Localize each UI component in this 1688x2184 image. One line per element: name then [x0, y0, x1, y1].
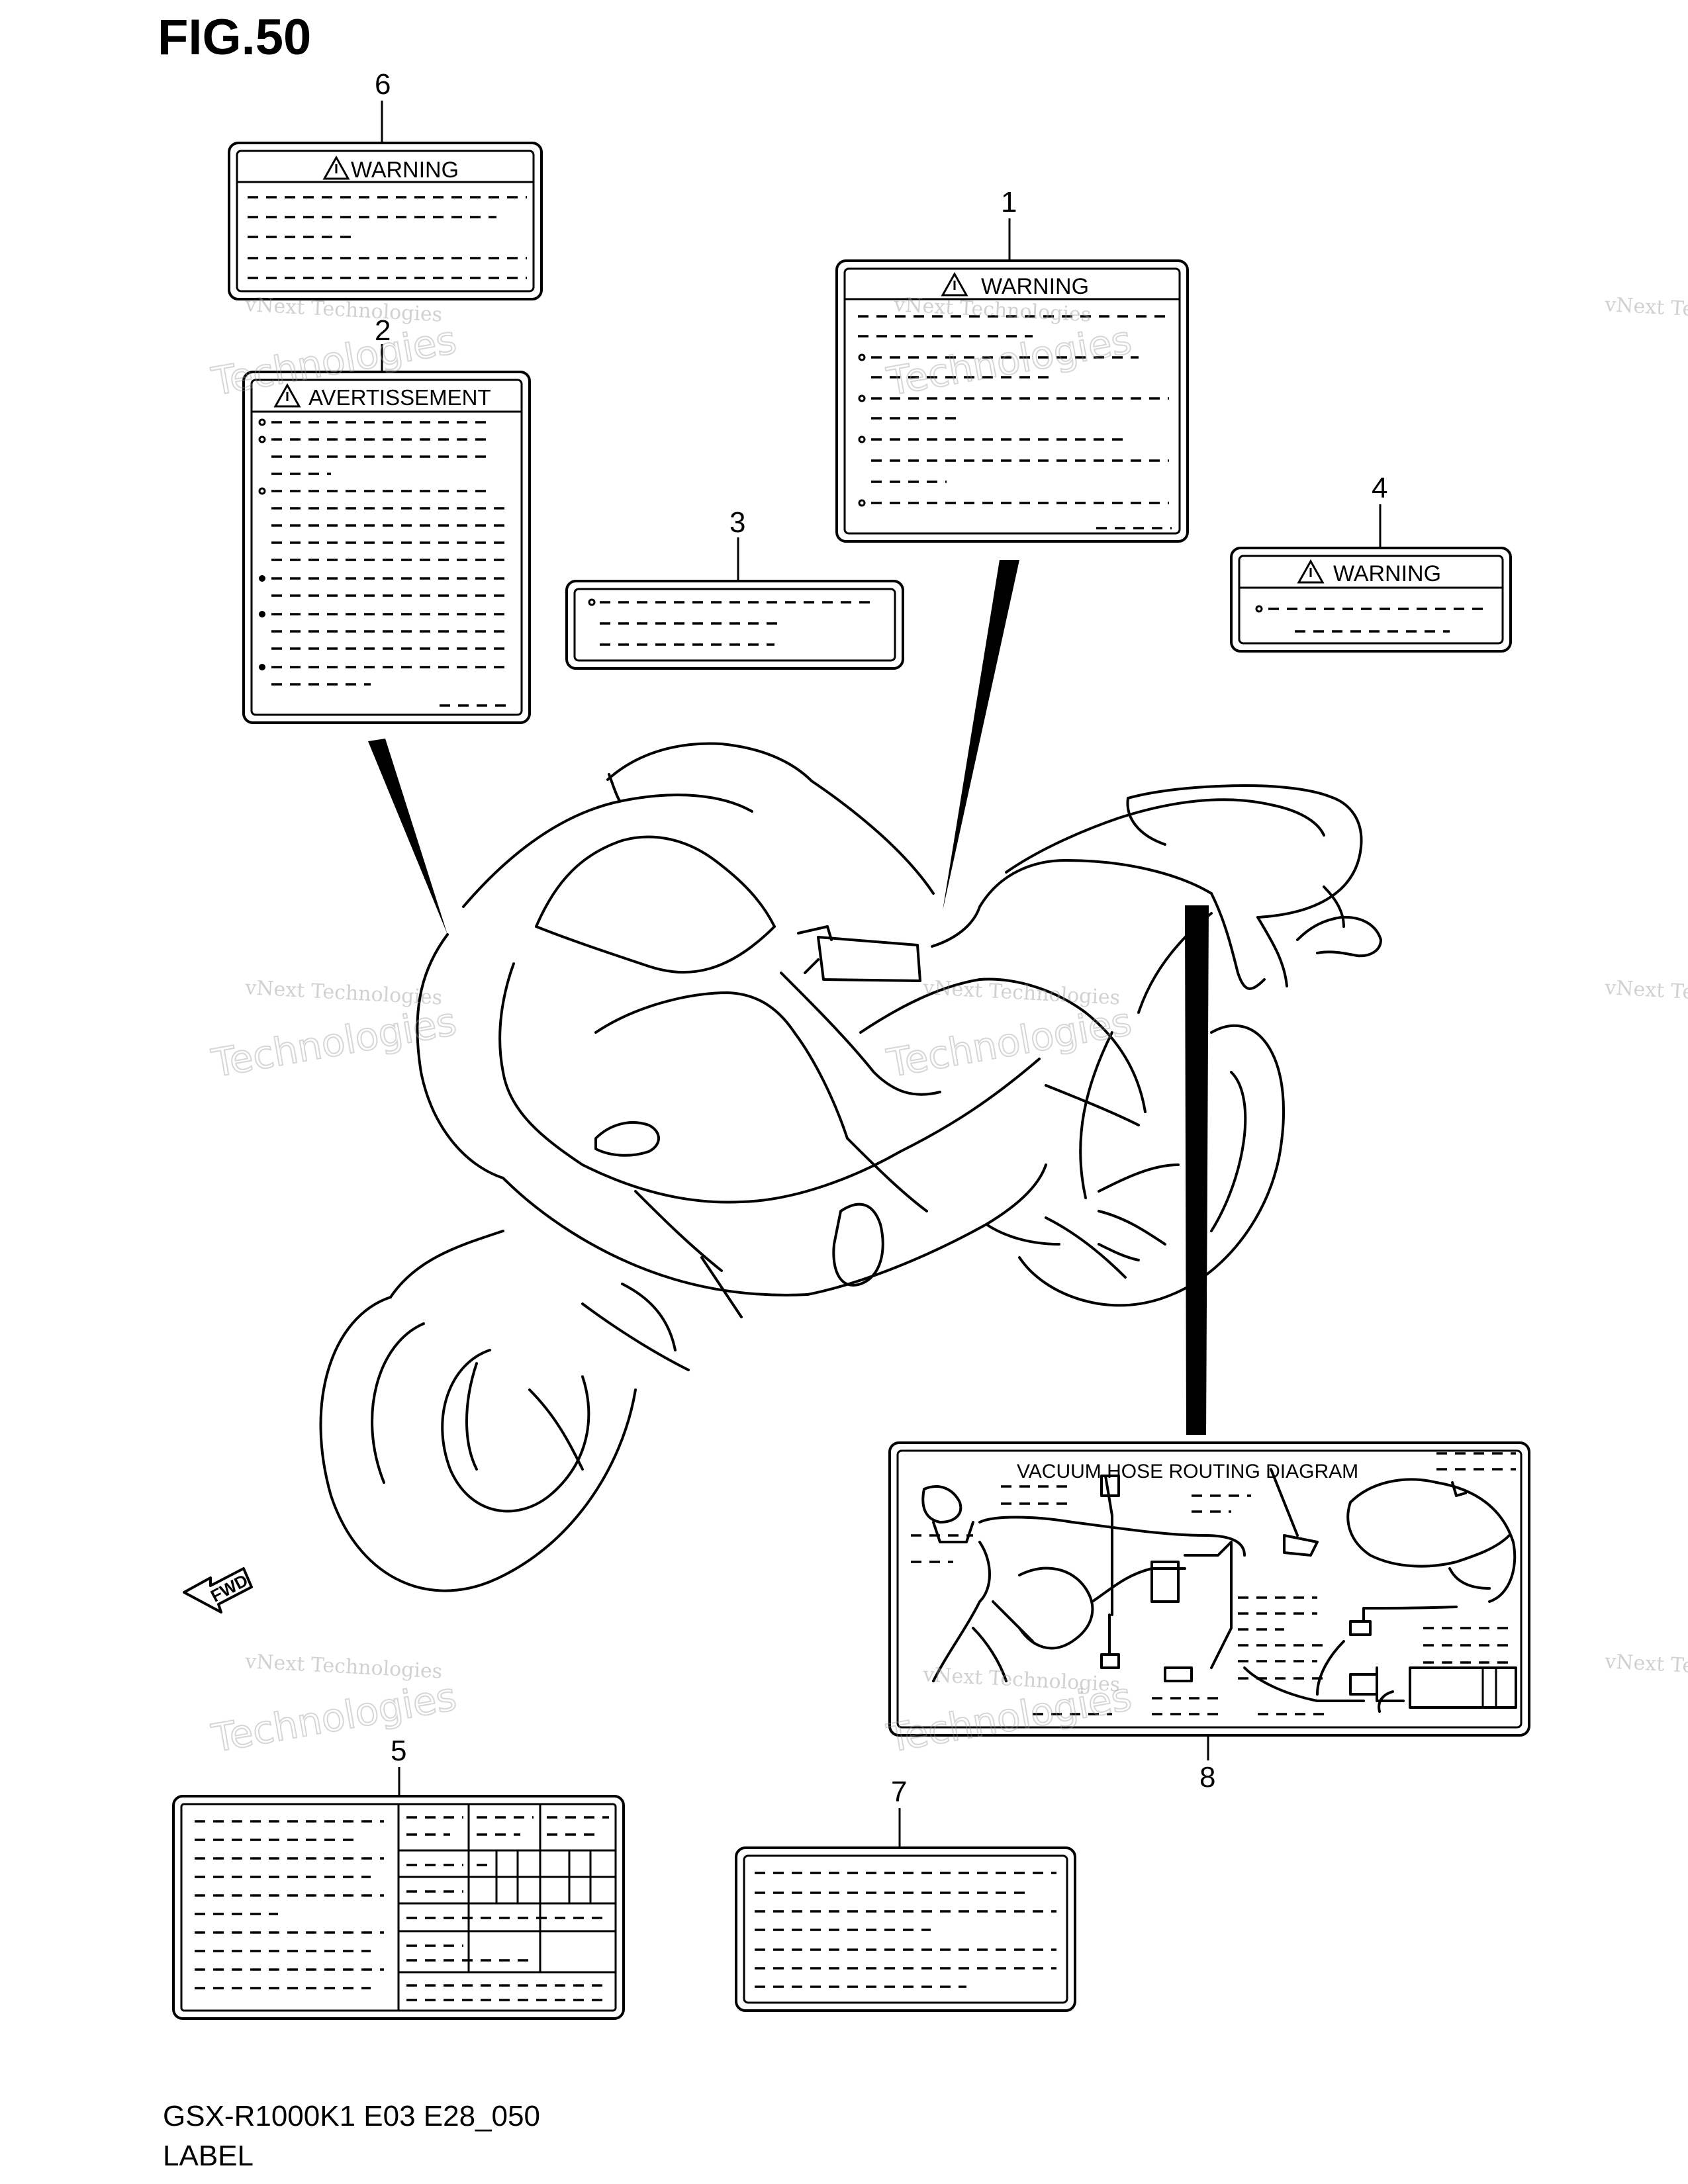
callout-2: 2: [375, 314, 391, 347]
label-4[interactable]: 4 WARNING: [1230, 472, 1512, 653]
callout-8: 8: [1199, 1761, 1215, 1794]
callout-7: 7: [891, 1776, 907, 1808]
svg-text:Technologies: Technologies: [884, 999, 1135, 1086]
warning-triangle-icon: [1297, 559, 1325, 584]
svg-text:vNext Technologies: vNext Technologies: [1604, 976, 1688, 1010]
callout-5: 5: [391, 1735, 406, 1767]
fwd-arrow-icon: FWD: [183, 1567, 253, 1614]
svg-text:vNext Technologies: vNext Technologies: [244, 1650, 443, 1684]
pointer-wedges: [368, 560, 1209, 1435]
label-1[interactable]: 1 WARNING: [835, 186, 1189, 543]
svg-text:vNext Technologies: vNext Technologies: [1604, 1650, 1688, 1684]
footer-model: GSX-R1000K1 E03 E28_050: [163, 2100, 540, 2132]
label-2[interactable]: 2 AVERTISSEMENT: [242, 314, 531, 724]
label-6[interactable]: 6 WARNING: [228, 68, 543, 300]
motorcycle-illustration: [319, 742, 1382, 1592]
label-7[interactable]: 7: [735, 1776, 1076, 2012]
svg-text:Technologies: Technologies: [209, 1674, 460, 1761]
svg-text:Technologies: Technologies: [884, 317, 1135, 404]
figure-title: FIG.50: [158, 9, 311, 66]
label-1-heading: WARNING: [981, 274, 1089, 299]
label-4-heading: WARNING: [1333, 561, 1441, 586]
callout-3: 3: [729, 506, 745, 539]
callout-1: 1: [1001, 186, 1017, 218]
label-2-heading: AVERTISSEMENT: [308, 385, 491, 410]
svg-text:vNext Technologies: vNext Technologies: [1604, 293, 1688, 327]
label-3[interactable]: 3: [565, 506, 904, 670]
svg-text:vNext Technologies: vNext Technologies: [244, 976, 443, 1010]
vacuum-diagram-title: VACUUM HOSE ROUTING DIAGRAM: [1017, 1461, 1358, 1482]
label-6-heading: WARNING: [351, 158, 459, 183]
footer-name: LABEL: [163, 2140, 254, 2172]
warning-triangle-icon: [322, 155, 350, 180]
callout-4: 4: [1372, 472, 1387, 504]
warning-triangle-icon: [273, 383, 301, 408]
callout-6: 6: [375, 68, 391, 101]
warning-triangle-icon: [941, 271, 968, 296]
label-5[interactable]: 5: [172, 1735, 625, 2020]
label-8[interactable]: VACUUM HOSE ROUTING DIAGRAM: [888, 1441, 1530, 1794]
